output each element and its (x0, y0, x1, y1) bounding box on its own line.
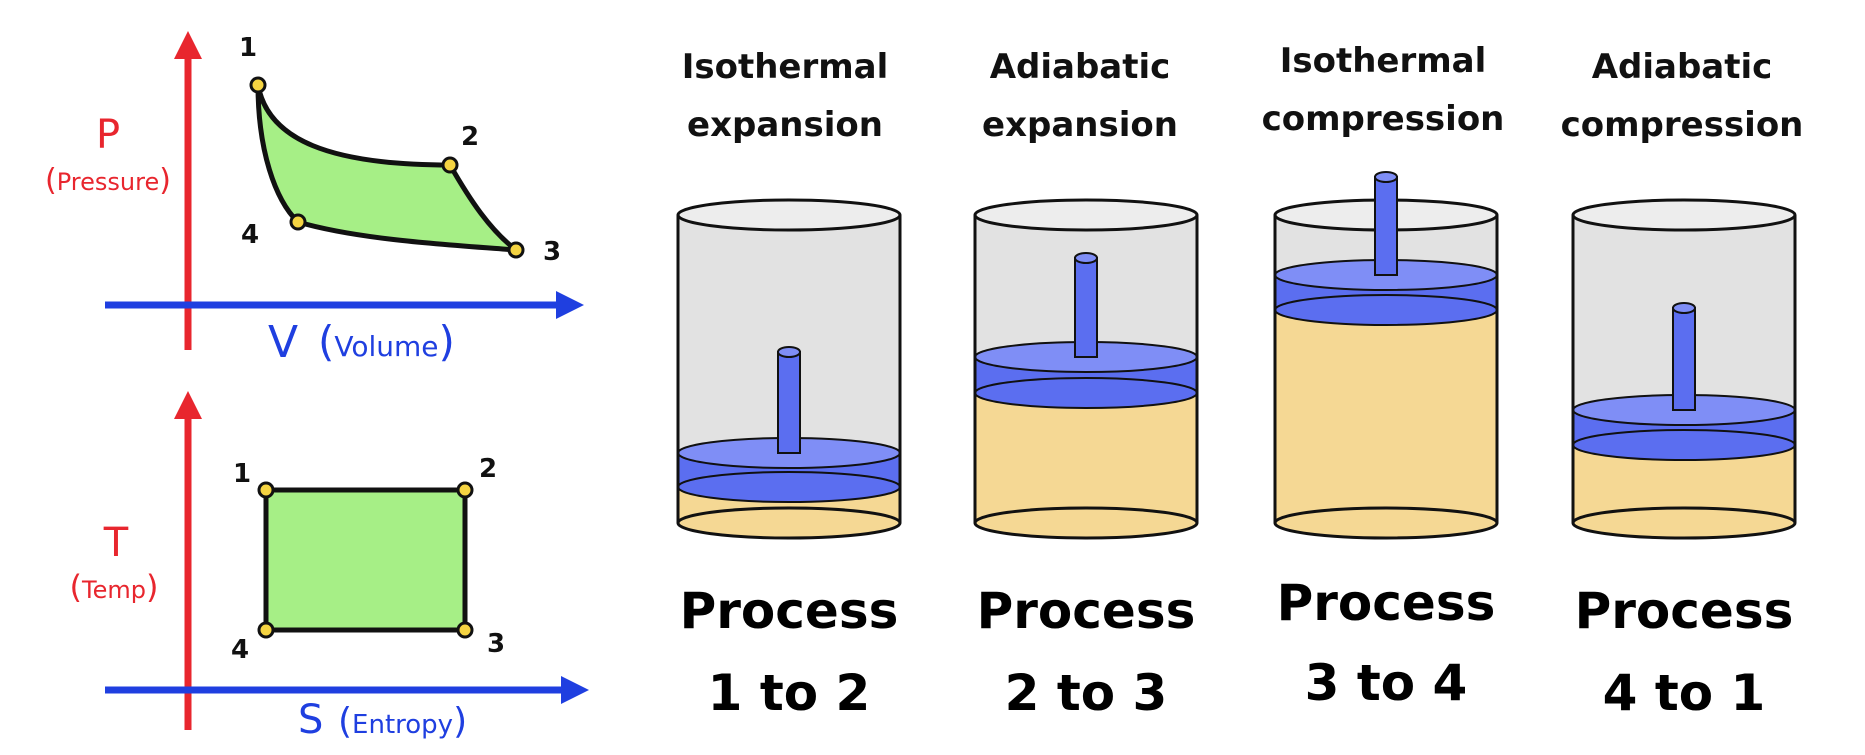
pressure-name: (Pressure) (45, 163, 171, 198)
ts-point-1 (257, 481, 275, 499)
volume-symbol: V (268, 317, 298, 368)
process-label-line1: Process (1575, 582, 1794, 640)
pv-diagram: 1 2 3 4 P (Pressure) V (Volume) (45, 30, 584, 368)
cylinder (1273, 171, 1499, 540)
process-label-line2: 3 to 4 (1305, 654, 1468, 712)
piston-rod (1672, 307, 1696, 411)
cylinder (1571, 198, 1797, 540)
temperature-name: (Temp) (70, 568, 159, 606)
pressure-symbol: P (96, 112, 120, 158)
ts-label-3: 3 (487, 629, 505, 659)
ts-label-4: 4 (231, 635, 249, 665)
stage-title-line2: compression (1262, 99, 1505, 139)
pv-point-2 (441, 156, 459, 174)
ts-label-1: 1 (233, 459, 251, 489)
stage-isothermal-expansion: Isothermal expansion Process 1 to 2 (676, 47, 902, 722)
pv-label-2: 2 (461, 122, 479, 152)
piston-rod (777, 351, 801, 454)
process-label-line1: Process (977, 582, 1196, 640)
pv-label-4: 4 (241, 220, 259, 250)
ts-label-2: 2 (479, 454, 497, 484)
entropy-name: (Entropy) (338, 701, 467, 742)
pv-point-4 (289, 213, 307, 231)
stage-title-line1: Adiabatic (1592, 47, 1773, 87)
ts-point-4 (257, 621, 275, 639)
stage-adiabatic-expansion: Adiabatic expansion Process 2 to 3 (973, 47, 1199, 722)
piston-rod (1074, 257, 1098, 358)
cylinder (676, 198, 902, 540)
cylinder (973, 198, 1199, 540)
ts-cycle-area (263, 487, 468, 633)
stage-adiabatic-compression: Adiabatic compression Process 4 to 1 (1561, 47, 1804, 722)
stage-title-line1: Isothermal (682, 47, 889, 87)
pv-point-1 (249, 76, 267, 94)
ts-point-3 (456, 621, 474, 639)
ts-diagram: 1 2 3 4 T (Temp) S (Entropy) (70, 391, 589, 743)
process-label-line1: Process (680, 582, 899, 640)
process-label-line2: 4 to 1 (1603, 664, 1766, 722)
stage-title-line2: expansion (982, 105, 1178, 145)
volume-name: (Volume) (318, 317, 455, 366)
piston-rod (1374, 176, 1398, 276)
stage-title-line2: compression (1561, 105, 1804, 145)
process-label-line1: Process (1277, 574, 1496, 632)
temperature-symbol: T (103, 520, 129, 566)
stage-title-line1: Isothermal (1280, 41, 1487, 81)
stage-title-line2: expansion (687, 105, 883, 145)
process-label-line2: 1 to 2 (708, 664, 871, 722)
ts-point-2 (456, 481, 474, 499)
pv-label-1: 1 (239, 33, 257, 63)
pv-point-3 (507, 241, 525, 259)
process-label-line2: 2 to 3 (1005, 664, 1168, 722)
pv-label-3: 3 (543, 237, 561, 267)
stage-title-line1: Adiabatic (990, 47, 1171, 87)
entropy-symbol: S (298, 697, 323, 743)
stage-isothermal-compression: Isothermal compression Process 3 to 4 (1262, 41, 1505, 712)
